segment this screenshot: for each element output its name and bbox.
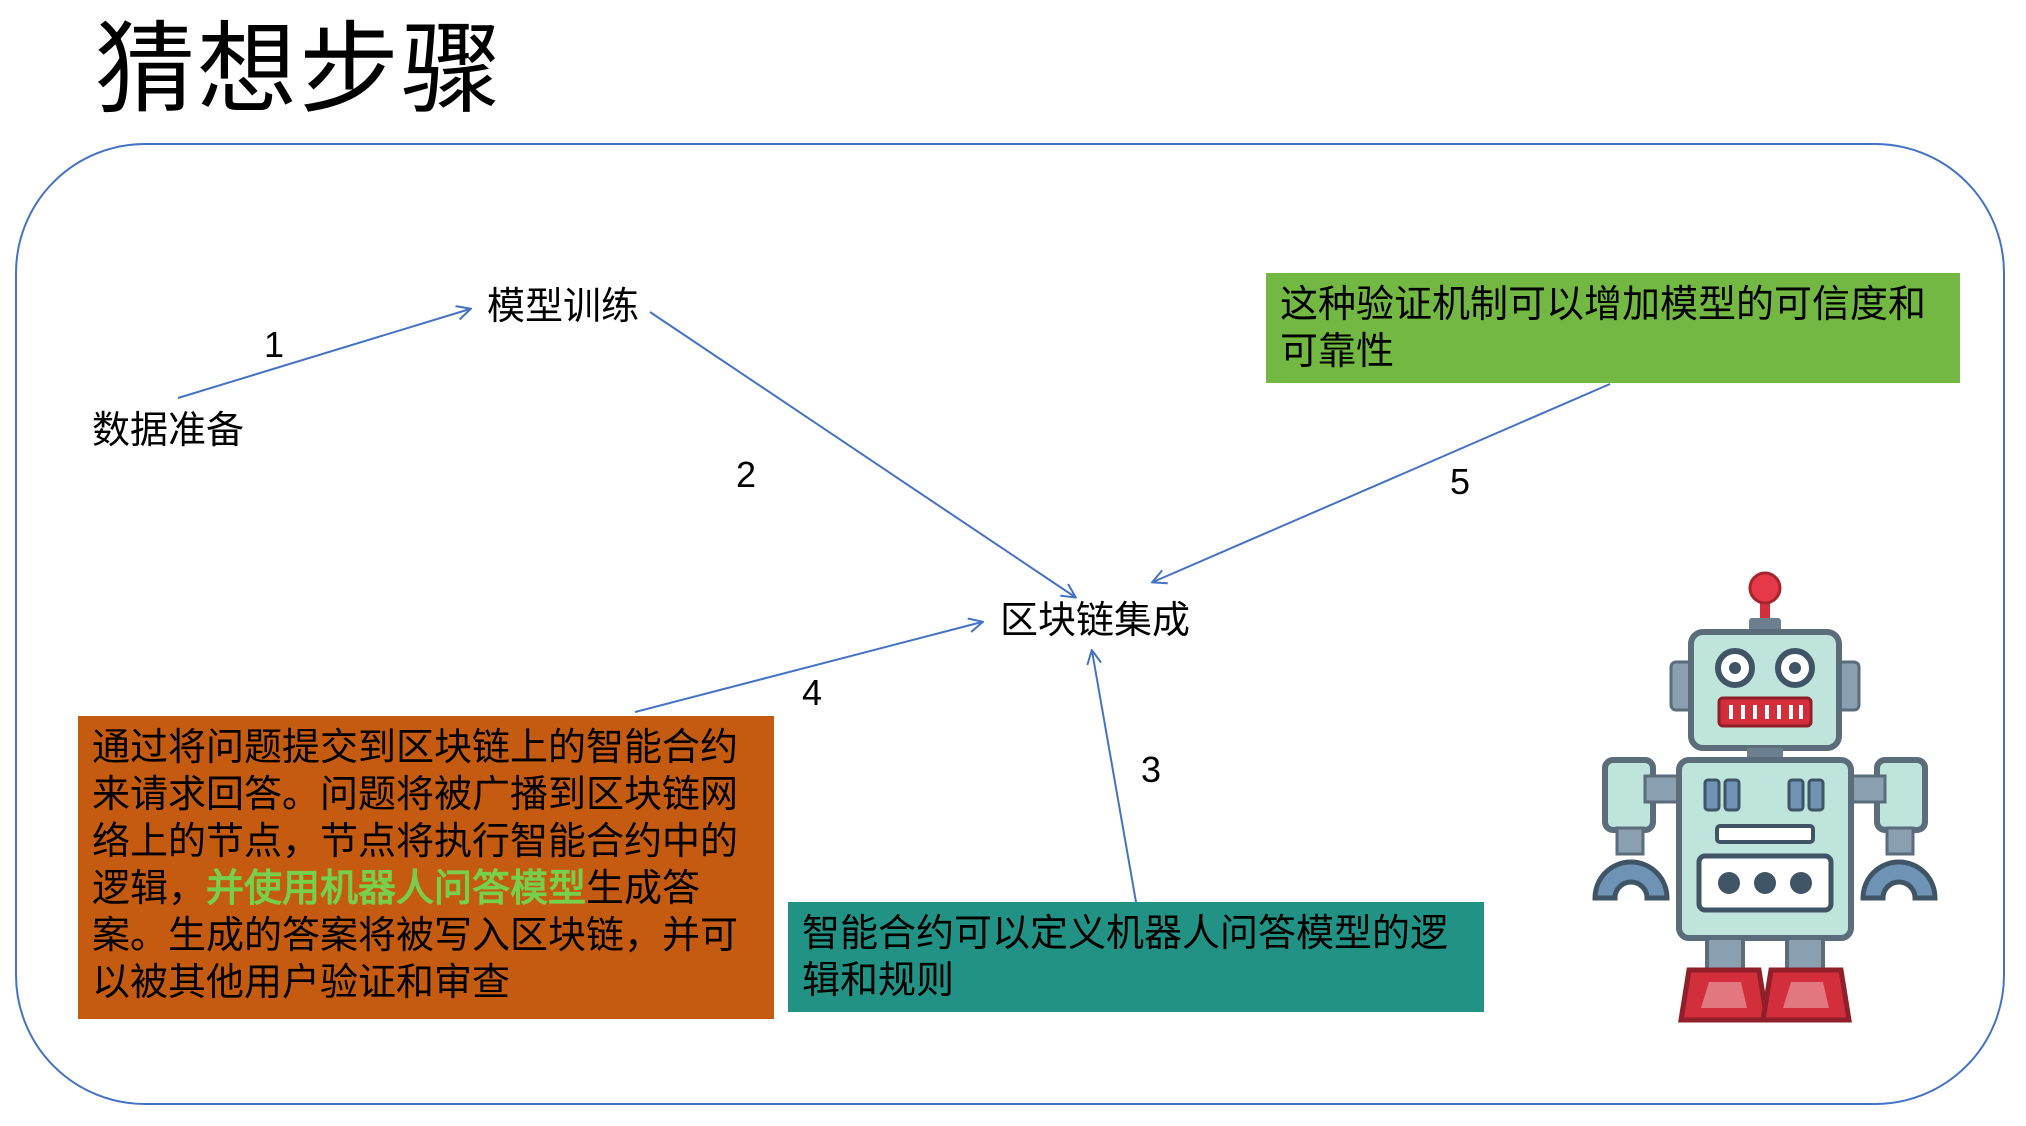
step-number-2: 2 [736, 454, 757, 495]
query-flow-highlight: 并使用机器人问答模型 [206, 866, 587, 910]
step-number-3: 3 [1141, 749, 1162, 790]
arrow-2 [649, 311, 1075, 597]
diagram-frame [15, 143, 2005, 1105]
arrow-3 [1092, 651, 1137, 903]
verification-note: 这种验证机制可以增加模型的可信度和可靠性 [1266, 273, 1960, 383]
step-number-1: 1 [264, 324, 285, 365]
smart-contract-note: 智能合约可以定义机器人问答模型的逻辑和规则 [788, 902, 1484, 1012]
query-flow-text-2: 生成答案。生成的答案将被写入区块链，并可以被其他用户验证和审查 [92, 866, 739, 1004]
robot-icon [1592, 571, 1938, 1023]
arrow-4 [634, 622, 982, 713]
page-title: 猜想步骤 [95, 11, 503, 128]
node-blockchain-integration: 区块链集成 [1000, 598, 1191, 642]
smart-contract-note-text: 智能合约可以定义机器人问答模型的逻辑和规则 [802, 911, 1449, 1002]
node-data-prep: 数据准备 [92, 408, 245, 452]
query-flow-note: 通过将问题提交到区块链上的智能合约来请求回答。问题将被广播到区块链网络上的节点，… [78, 716, 774, 1019]
step-number-4: 4 [802, 672, 823, 713]
node-model-training: 模型训练 [487, 284, 640, 328]
query-flow-text-1: 通过将问题提交到区块链上的智能合约来请求回答。问题将被广播到区块链网络上的节点，… [92, 725, 739, 910]
step-number-5: 5 [1450, 461, 1471, 502]
arrow-5 [1153, 383, 1611, 582]
arrow-1 [177, 309, 470, 399]
verification-note-text: 这种验证机制可以增加模型的可信度和可靠性 [1280, 282, 1927, 373]
